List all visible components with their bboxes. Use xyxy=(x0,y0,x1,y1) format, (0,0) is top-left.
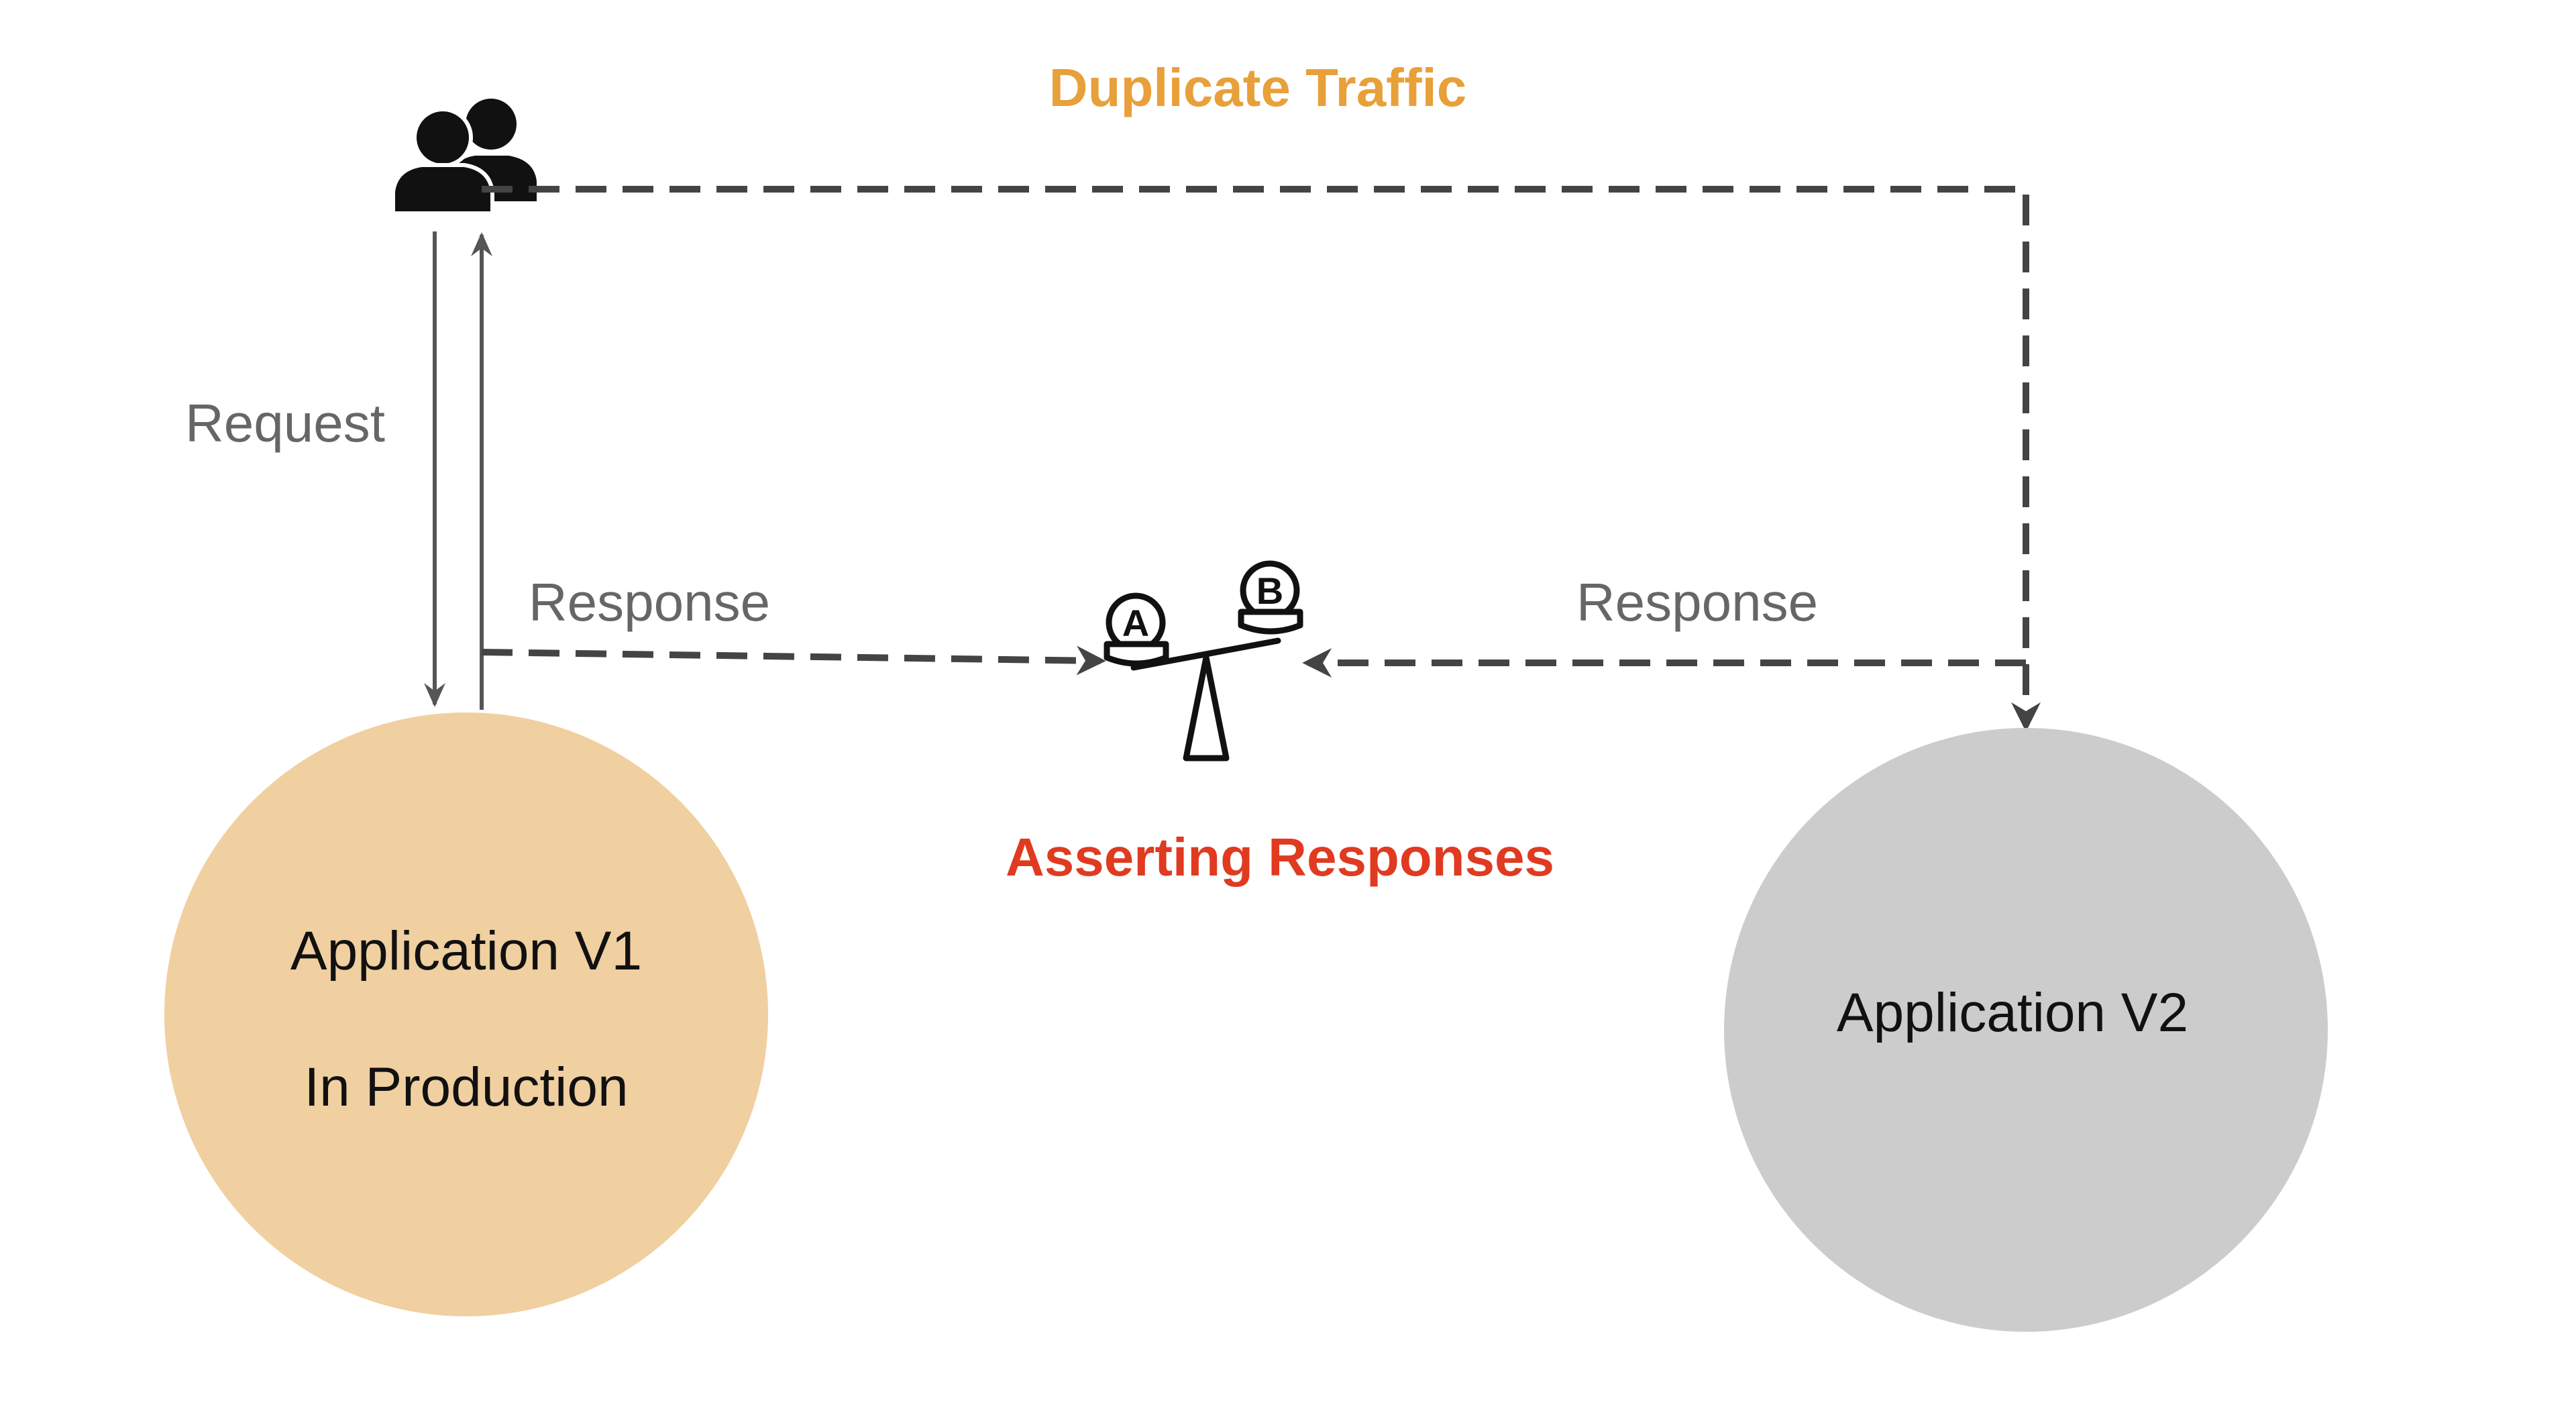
app-v1-title: Application V1 xyxy=(290,920,642,982)
scale-pan-a: A xyxy=(1104,592,1169,667)
response-label-right: Response xyxy=(1576,572,1818,632)
users-icon xyxy=(391,99,537,215)
scale-pan-b: B xyxy=(1238,560,1303,635)
app-v1-subtitle: In Production xyxy=(304,1057,628,1118)
request-label: Request xyxy=(185,393,385,453)
balance-scale-icon: A B xyxy=(1104,560,1303,761)
app-v1-circle xyxy=(164,713,768,1316)
asserting-responses-label: Asserting Responses xyxy=(1006,827,1554,887)
app-v2-node: Application V2 xyxy=(1724,728,2328,1332)
scale-pan-a-letter: A xyxy=(1122,602,1149,644)
app-v2-title: Application V2 xyxy=(1837,982,2188,1043)
app-v1-node: Application V1 In Production xyxy=(164,713,768,1316)
duplicate-traffic-label: Duplicate Traffic xyxy=(1049,58,1466,117)
scale-pan-b-letter: B xyxy=(1256,570,1283,612)
response-label-left: Response xyxy=(529,572,770,632)
response-v1-connector xyxy=(481,645,1106,676)
app-v2-circle xyxy=(1724,728,2328,1332)
duplicate-traffic-connector xyxy=(482,186,2041,732)
